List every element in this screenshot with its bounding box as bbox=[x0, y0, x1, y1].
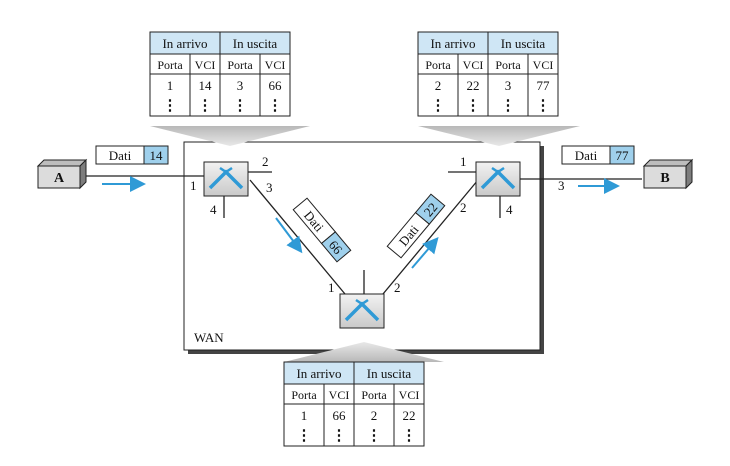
port-right-2: 2 bbox=[460, 200, 467, 215]
table-cell-vci: 66 bbox=[333, 408, 347, 423]
host-a: A bbox=[36, 158, 88, 190]
table-subheader-port: Porta bbox=[495, 58, 521, 72]
table-ellipsis: ⋮ bbox=[466, 98, 481, 114]
switch-left bbox=[203, 161, 249, 197]
table-ellipsis: ⋮ bbox=[501, 98, 516, 114]
table-cell-vci: 22 bbox=[403, 408, 416, 423]
table-subheader-port: Porta bbox=[361, 388, 387, 402]
table-cell-port: 2 bbox=[371, 408, 378, 423]
table-subheader-port: Porta bbox=[227, 58, 253, 72]
frame-dati-14-vci: 14 bbox=[150, 148, 164, 163]
table-ellipsis: ⋮ bbox=[198, 98, 213, 114]
table-ellipsis: ⋮ bbox=[332, 428, 347, 444]
callout-left bbox=[150, 126, 310, 146]
frame-dati-77-vci: 77 bbox=[616, 148, 630, 163]
table-header-incoming: In arrivo bbox=[430, 36, 475, 51]
table-header-outgoing: In uscita bbox=[233, 36, 278, 51]
table-subheader-port: Porta bbox=[157, 58, 183, 72]
table-cell-port: 1 bbox=[301, 408, 308, 423]
frame-dati-14: Dati 14 bbox=[95, 145, 169, 165]
host-a-label: A bbox=[54, 171, 65, 186]
table-cell-vci: 77 bbox=[537, 78, 551, 93]
table-cell-vci: 14 bbox=[199, 78, 213, 93]
wan-label: WAN bbox=[194, 330, 224, 345]
host-b-label: B bbox=[660, 171, 669, 186]
table-header-incoming: In arrivo bbox=[296, 366, 341, 381]
table-subheader-vci: VCI bbox=[533, 58, 554, 72]
port-left-3: 3 bbox=[266, 180, 273, 195]
table-cell-vci: 66 bbox=[269, 78, 283, 93]
table-ellipsis: ⋮ bbox=[268, 98, 283, 114]
table-header-outgoing: In uscita bbox=[501, 36, 546, 51]
table-ellipsis: ⋮ bbox=[297, 428, 312, 444]
table-ellipsis: ⋮ bbox=[431, 98, 446, 114]
frame-dati-77-label: Dati bbox=[575, 148, 598, 163]
table-cell-port: 3 bbox=[505, 78, 512, 93]
table-ellipsis: ⋮ bbox=[402, 428, 417, 444]
table-subheader-port: Porta bbox=[291, 388, 317, 402]
table-cell-port: 2 bbox=[435, 78, 442, 93]
callout-right bbox=[418, 126, 580, 146]
frame-dati-14-label: Dati bbox=[109, 148, 132, 163]
frame-dati-77: Dati 77 bbox=[561, 145, 635, 165]
callout-bottom bbox=[284, 342, 444, 362]
table-ellipsis: ⋮ bbox=[367, 428, 382, 444]
table-subheader-vci: VCI bbox=[265, 58, 286, 72]
table-subheader-port: Porta bbox=[425, 58, 451, 72]
switch-bottom bbox=[339, 293, 385, 329]
flow-arrow-left-diag bbox=[275, 217, 303, 254]
table-subheader-vci: VCI bbox=[399, 388, 420, 402]
switch-right bbox=[475, 161, 521, 197]
table-header-incoming: In arrivo bbox=[162, 36, 207, 51]
port-left-2: 2 bbox=[262, 154, 269, 169]
table-subheader-vci: VCI bbox=[463, 58, 484, 72]
table-cell-port: 1 bbox=[167, 78, 174, 93]
port-bottom-1: 1 bbox=[328, 280, 335, 295]
table-ellipsis: ⋮ bbox=[536, 98, 551, 114]
flow-arrow-right-diag bbox=[411, 236, 439, 269]
port-left-1: 1 bbox=[190, 178, 197, 193]
table-ellipsis: ⋮ bbox=[163, 98, 178, 114]
port-bottom-2: 2 bbox=[394, 280, 401, 295]
port-right-1: 1 bbox=[460, 154, 467, 169]
table-subheader-vci: VCI bbox=[329, 388, 350, 402]
host-b: B bbox=[642, 158, 694, 190]
table-cell-port: 3 bbox=[237, 78, 244, 93]
port-right-3: 3 bbox=[558, 178, 565, 193]
port-left-4: 4 bbox=[210, 202, 217, 217]
port-right-4: 4 bbox=[506, 202, 513, 217]
table-header-outgoing: In uscita bbox=[367, 366, 412, 381]
table-cell-vci: 22 bbox=[467, 78, 480, 93]
table-subheader-vci: VCI bbox=[195, 58, 216, 72]
table-ellipsis: ⋮ bbox=[233, 98, 248, 114]
